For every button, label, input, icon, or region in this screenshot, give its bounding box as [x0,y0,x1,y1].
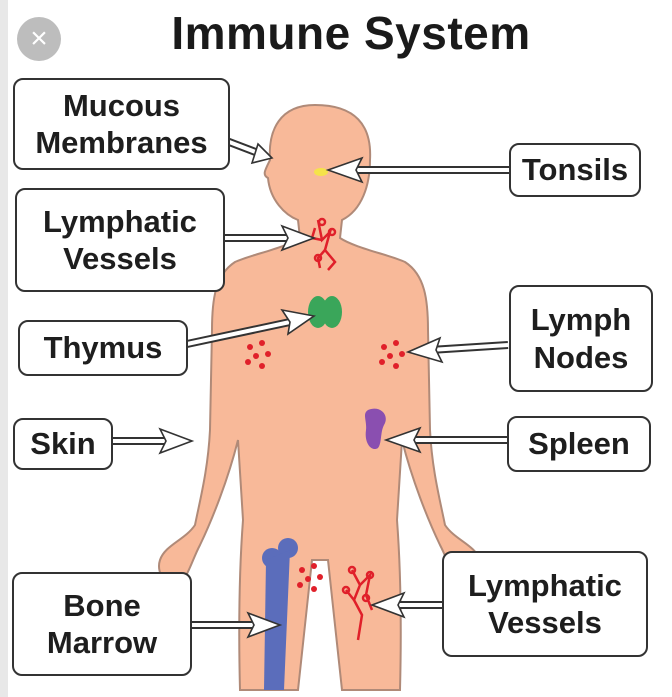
label-tonsils: Tonsils [509,143,641,197]
page-title: Immune System [171,7,531,59]
groin-lymphatic-vessels [341,565,375,641]
label-lymphatic-bottom-line1: Lymphatic [468,567,622,603]
arrow-lymph-nodes [405,336,509,364]
label-mucous-line1: Mucous [62,87,181,123]
label-skin: Skin [13,418,113,470]
label-bone-marrow: Bone Marrow [12,572,192,676]
label-bone-line1: Bone [63,587,141,623]
arrow-mucous [222,136,274,165]
arrow-bone-marrow [192,611,283,639]
lymph-nodes-left [245,340,271,369]
arrow-thymus [186,308,317,348]
label-lymph-line1: Lymph [530,302,632,338]
arrow-tonsils [325,156,512,184]
label-bone-line2: Marrow [46,625,158,660]
lymph-nodes-right [379,340,405,369]
lymph-nodes-groin [297,563,323,592]
close-button[interactable]: × [17,17,61,61]
arrow-lymphatic-top [222,224,317,252]
bone-marrow-femur [262,538,298,690]
tonsil-mark [314,168,328,176]
label-mucous-membranes: Mucous Membranes [13,78,230,170]
close-icon: × [30,22,48,55]
arrow-spleen [383,426,508,454]
spleen-organ [364,408,386,450]
thymus-organ [308,296,342,328]
label-lymph-line2: Nodes [533,339,629,375]
label-lymphatic-top-line2: Vessels [63,241,177,276]
label-spleen: Spleen [507,416,651,472]
label-lymphatic-bottom-line2: Vessels [488,605,602,640]
label-mucous-line2: Membranes [35,125,208,160]
arrow-skin [110,427,195,455]
body-silhouette [158,103,482,691]
label-lymph-nodes: Lymph Nodes [509,285,653,392]
label-lymphatic-top-line1: Lymphatic [43,203,197,239]
label-lymphatic-vessels-bottom: Lymphatic Vessels [442,551,648,657]
label-spleen-text: Spleen [528,426,630,462]
pointer-arrows [110,136,512,639]
label-thymus-text: Thymus [43,330,163,366]
label-skin-text: Skin [30,426,96,462]
label-lymphatic-vessels-top: Lymphatic Vessels [15,188,225,292]
label-tonsils-text: Tonsils [521,152,629,188]
left-edge-shadow [0,0,8,697]
label-thymus: Thymus [18,320,188,376]
arrow-lymphatic-bottom [369,591,442,619]
